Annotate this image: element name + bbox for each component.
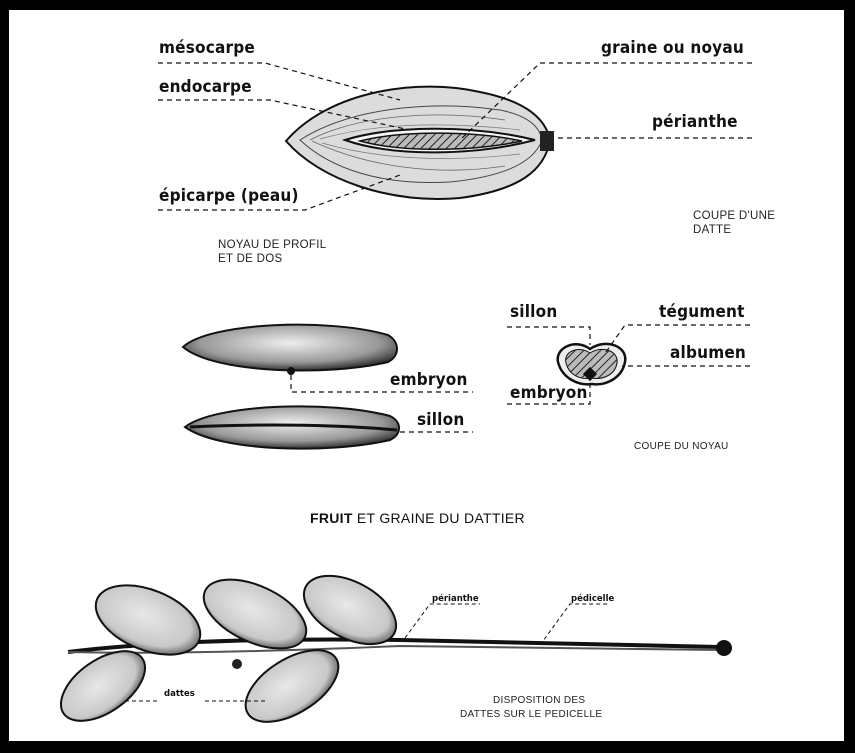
label-perianthe: périanthe — [652, 112, 738, 132]
caption-branch-line1: DISPOSITION DES — [493, 695, 585, 707]
label-branch-dattes: dattes — [164, 689, 195, 699]
caption-branch-line2: DATTES SUR LE PEDICELLE — [460, 709, 602, 721]
label-tegument: tégument — [659, 302, 745, 322]
label-section-embryon: embryon — [510, 383, 588, 403]
seed-section — [558, 344, 626, 384]
date-branch — [49, 562, 732, 737]
label-graine: graine ou noyau — [601, 38, 744, 58]
caption-profile-line2: ET DE DOS — [218, 252, 282, 266]
label-section-sillon: sillon — [510, 302, 557, 322]
label-endocarpe: endocarpe — [159, 77, 252, 97]
label-epicarpe: épicarpe (peau) — [159, 186, 299, 206]
caption-date-line2: DATTE — [693, 223, 731, 237]
label-mesocarpe: mésocarpe — [159, 38, 255, 58]
diagram-title: FRUIT ET GRAINE DU DATTIER — [310, 510, 525, 526]
caption-date-line1: COUPE D'UNE — [693, 209, 775, 223]
caption-section: COUPE DU NOYAU — [634, 440, 729, 454]
label-albumen: albumen — [670, 343, 746, 363]
label-profile-embryon: embryon — [390, 370, 468, 390]
seed-profile-back — [185, 406, 399, 448]
caption-profile-line1: NOYAU DE PROFIL — [218, 238, 326, 252]
label-profile-sillon: sillon — [417, 410, 464, 430]
date-cross-section — [286, 87, 554, 199]
seed-profile-top — [183, 325, 397, 375]
label-branch-pedicelle: pédicelle — [571, 594, 614, 604]
label-branch-perianthe: périanthe — [432, 594, 479, 604]
